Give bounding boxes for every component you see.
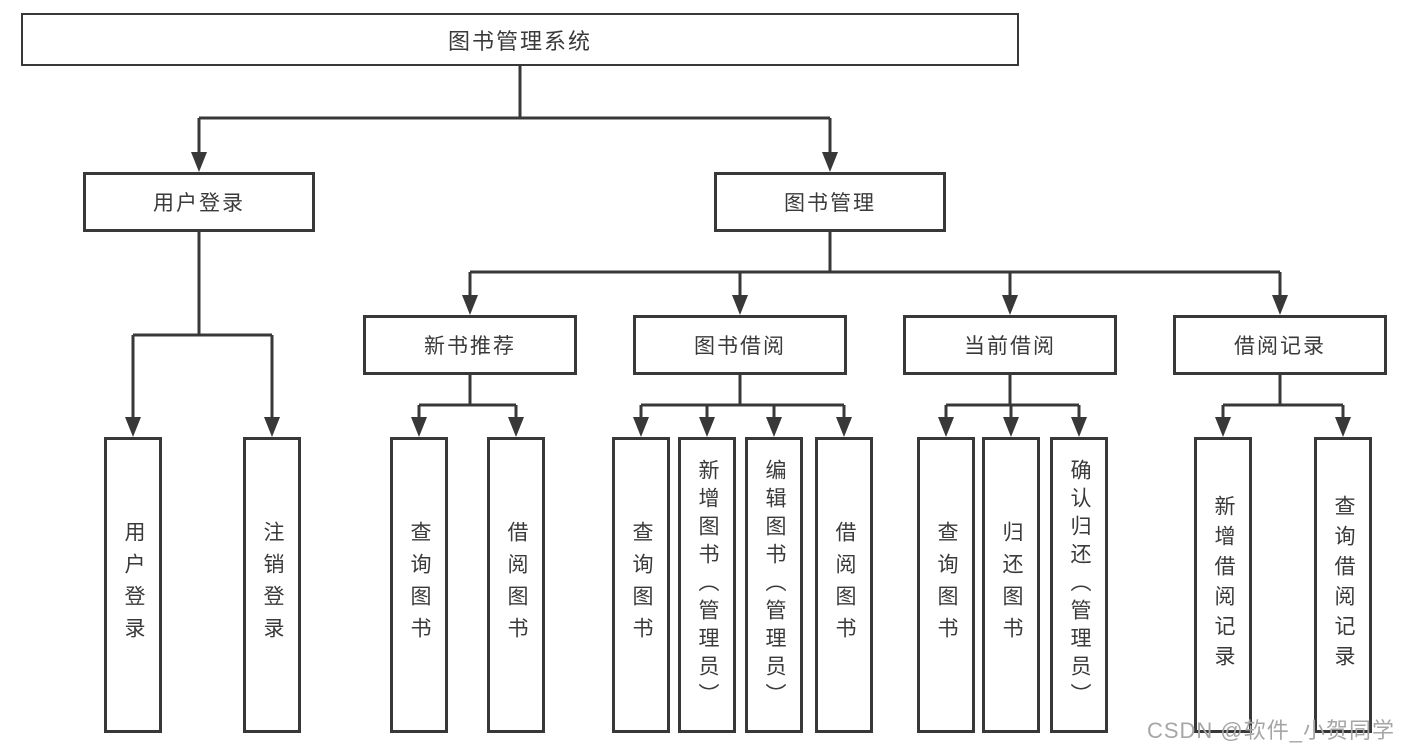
node-label: 图书管理系统 [447, 28, 592, 54]
node-borrowing-records: 借阅记录 [1173, 315, 1387, 375]
leaf-return-books: 归还图书 [982, 437, 1040, 733]
leaf-label: 新增图书（管理员） [696, 459, 719, 711]
arrowhead [766, 417, 782, 437]
arrowhead [264, 417, 280, 437]
arrowhead [822, 152, 838, 172]
connector-book-borrow-to-leaves [639, 375, 846, 421]
leaf-edit-book-admin: 编辑图书（管理员） [745, 437, 803, 733]
arrowhead [411, 417, 427, 437]
leaf-borrow-books-1: 借阅图书 [487, 437, 545, 733]
arrowhead [462, 295, 478, 315]
node-current-borrowing: 当前借阅 [903, 315, 1117, 375]
arrowhead [836, 417, 852, 437]
leaf-label: 注销登录 [261, 521, 284, 649]
arrowhead [1272, 295, 1288, 315]
arrowhead [1215, 417, 1231, 437]
arrowheads [125, 152, 1351, 437]
arrowhead [633, 417, 649, 437]
arrowhead [1002, 295, 1018, 315]
leaf-borrow-books-2: 借阅图书 [815, 437, 873, 733]
connector-current-borrow-to-leaves [944, 375, 1081, 421]
leaf-logout: 注销登录 [243, 437, 301, 733]
node-label: 当前借阅 [964, 335, 1056, 358]
leaf-query-books-3: 查询图书 [917, 437, 975, 733]
arrowhead [732, 295, 748, 315]
leaf-query-books-2: 查询图书 [612, 437, 670, 733]
leaf-label: 查询图书 [935, 521, 958, 649]
leaf-label: 查询借阅记录 [1332, 495, 1355, 675]
node-label: 借阅记录 [1234, 335, 1326, 358]
leaf-query-books-1: 查询图书 [390, 437, 448, 733]
node-library-system: 图书管理系统 [21, 13, 1019, 66]
arrowhead [699, 417, 715, 437]
arrowhead [938, 417, 954, 437]
leaf-label: 查询图书 [630, 521, 653, 649]
leaf-label: 借阅图书 [505, 521, 528, 649]
leaf-label: 新增借阅记录 [1212, 495, 1235, 675]
connector-borrow-records-to-leaves [1221, 375, 1345, 421]
node-label: 图书借阅 [694, 335, 786, 358]
connector-user-login-to-leaves [131, 232, 274, 421]
leaf-confirm-return-admin: 确认归还（管理员） [1050, 437, 1108, 733]
node-label: 新书推荐 [424, 335, 516, 358]
connector-root-to-level2 [197, 66, 832, 156]
leaf-user-login: 用户登录 [104, 437, 162, 733]
node-new-book-recommend: 新书推荐 [363, 315, 577, 375]
node-book-management: 图书管理 [714, 172, 946, 232]
arrowhead [1335, 417, 1351, 437]
leaf-label: 编辑图书（管理员） [763, 459, 786, 711]
arrowhead [191, 152, 207, 172]
leaf-label: 归还图书 [1000, 521, 1023, 649]
node-label: 图书管理 [784, 192, 876, 215]
arrowhead [508, 417, 524, 437]
node-book-borrowing: 图书借阅 [633, 315, 847, 375]
arrowhead [125, 417, 141, 437]
arrowhead [1071, 417, 1087, 437]
node-user-login: 用户登录 [83, 172, 315, 232]
leaf-add-book-admin: 新增图书（管理员） [678, 437, 736, 733]
leaf-add-borrow-record: 新增借阅记录 [1194, 437, 1252, 733]
node-label: 用户登录 [153, 192, 245, 215]
leaf-label: 查询图书 [408, 521, 431, 649]
connector-new-books-to-leaves [417, 375, 518, 421]
arrowhead [1003, 417, 1019, 437]
leaf-label: 借阅图书 [833, 521, 856, 649]
csdn-watermark: CSDN @软件_小贺同学 [1146, 718, 1395, 743]
connector-book-mgmt-to-level3 [468, 232, 1282, 299]
leaf-label: 确认归还（管理员） [1068, 459, 1091, 711]
leaf-query-borrow-record: 查询借阅记录 [1314, 437, 1372, 733]
leaf-label: 用户登录 [122, 521, 145, 649]
